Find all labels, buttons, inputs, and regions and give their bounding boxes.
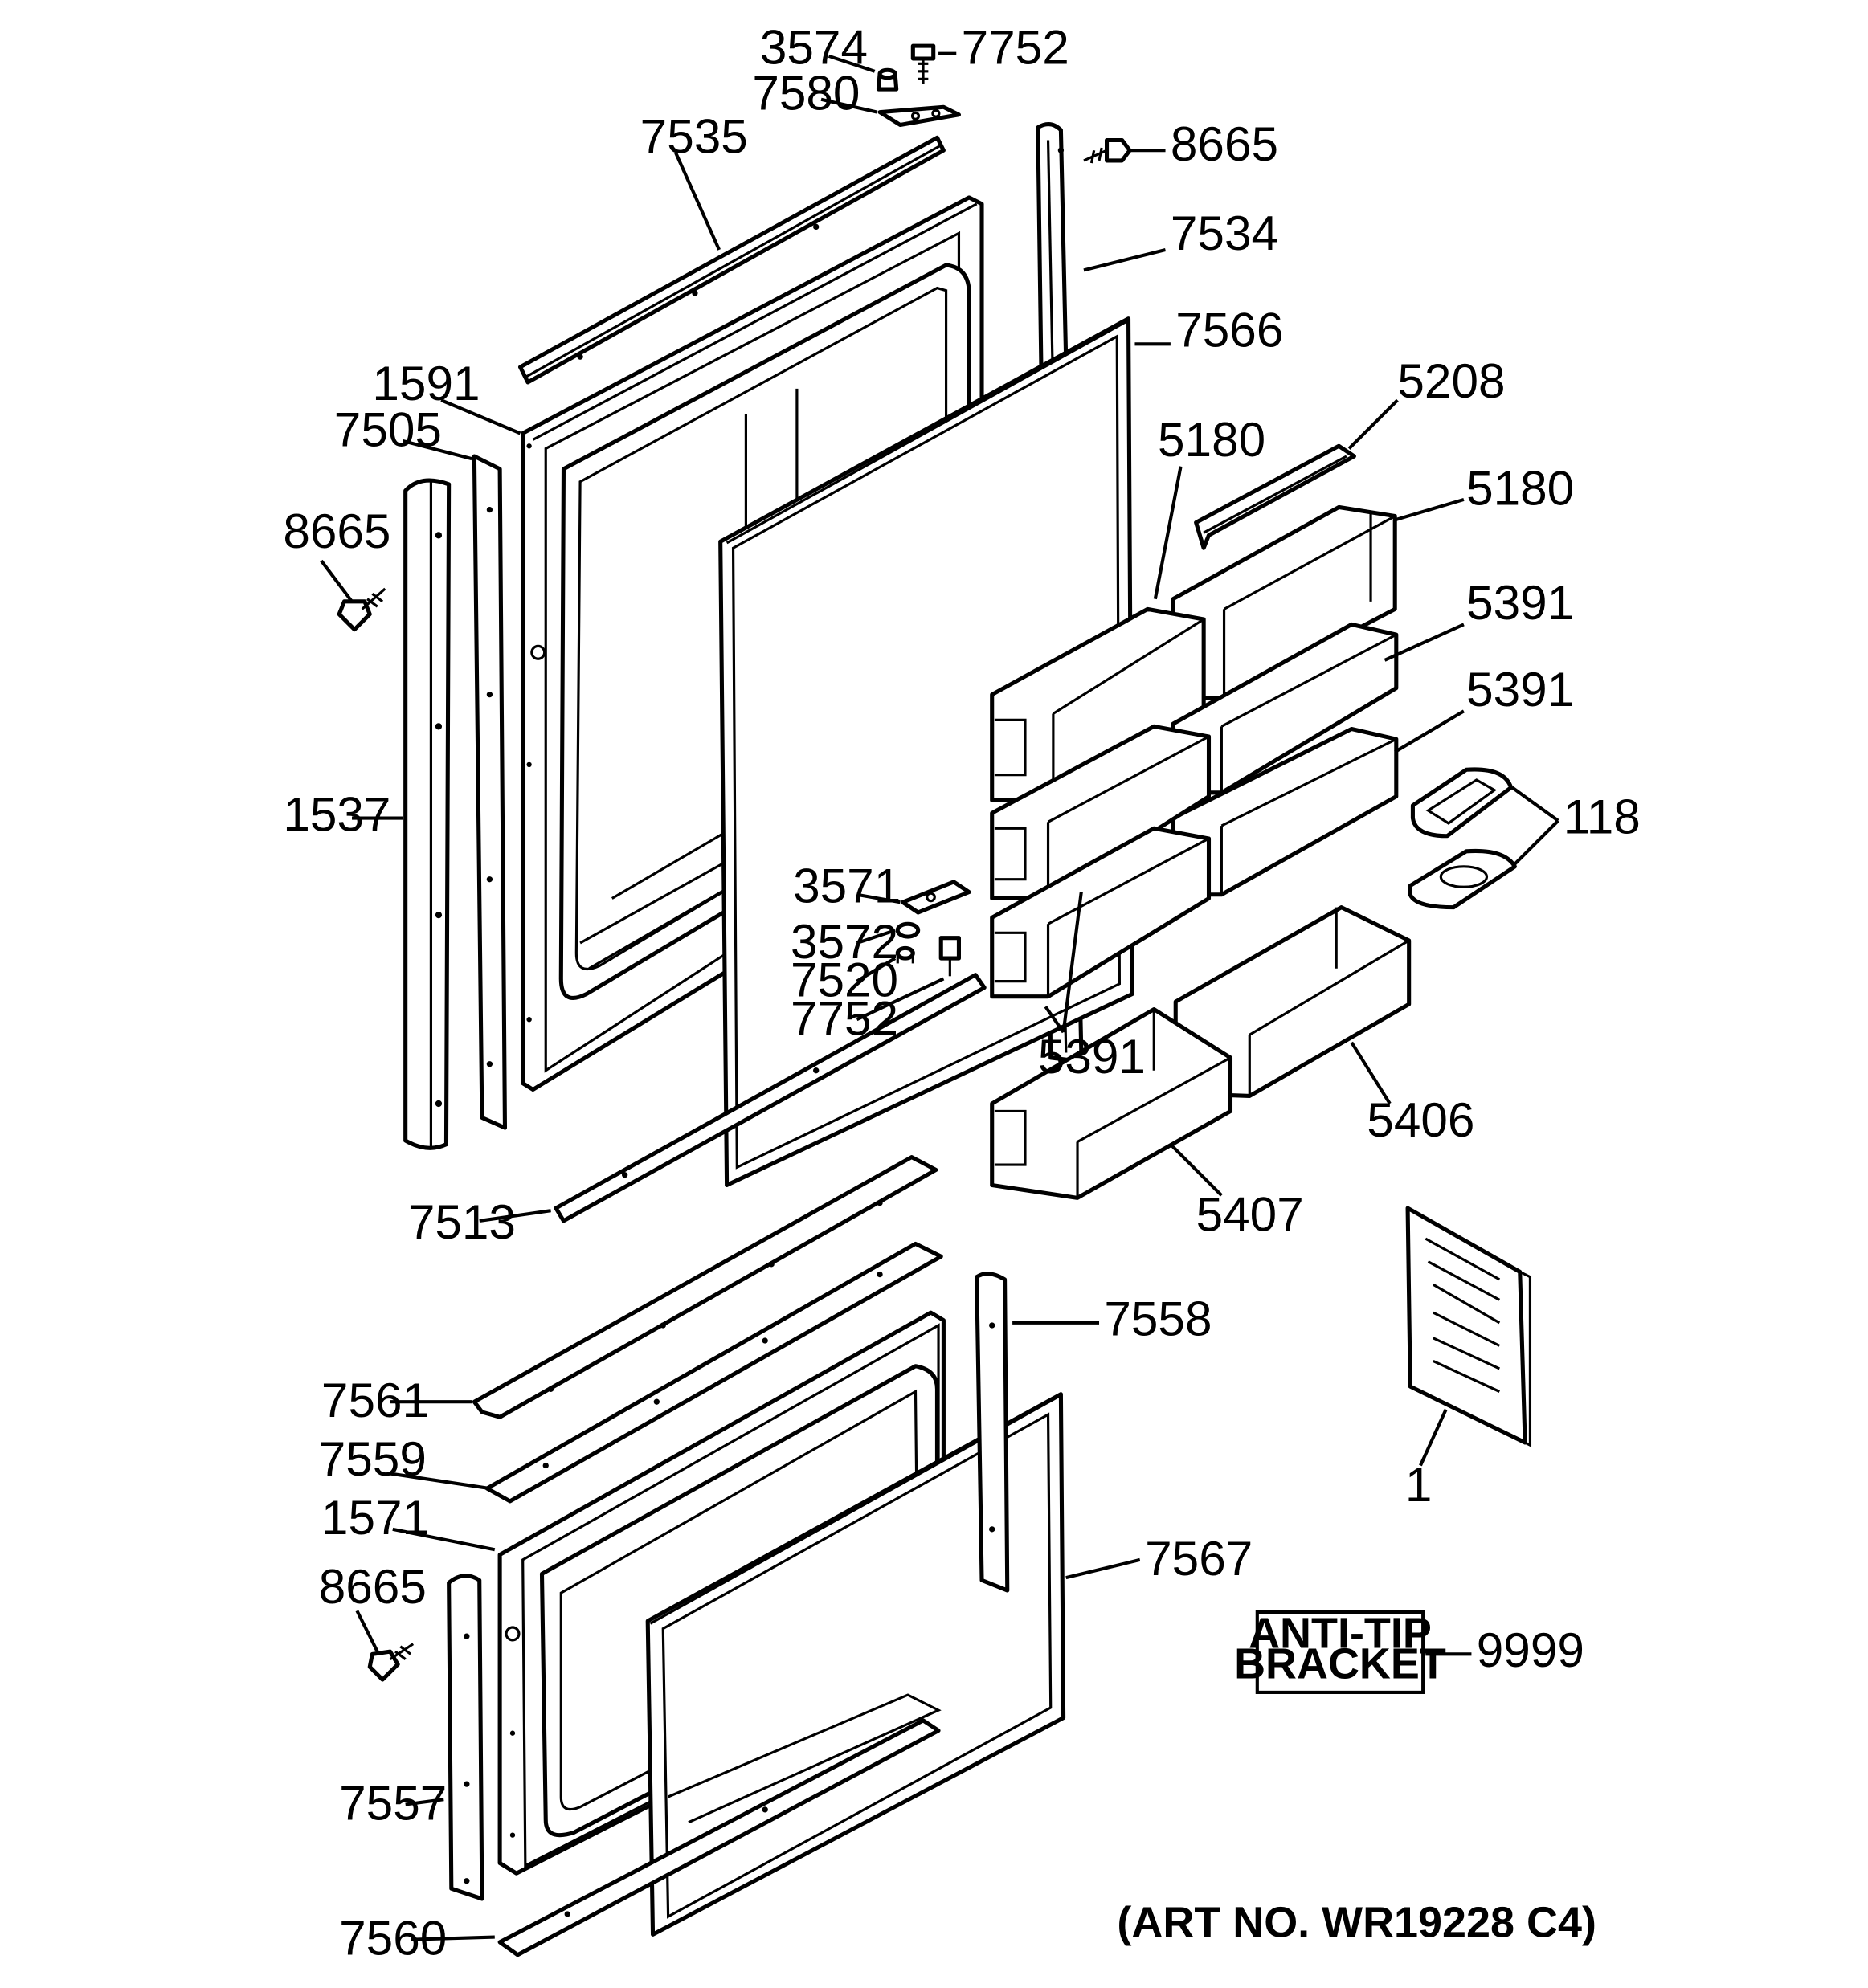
door-bins [990, 443, 1517, 1200]
part-labels: 3574 7752 7580 7535 8665 7534 7566 1591 … [283, 19, 1641, 1965]
bottom-trim-inner [667, 1693, 942, 1824]
label-3571: 3571 [793, 858, 901, 912]
label-7559: 7559 [319, 1431, 427, 1486]
side-strip-7557 [447, 1574, 484, 1901]
hinge-screw-7752-top [910, 43, 936, 84]
label-7513: 7513 [408, 1194, 516, 1249]
label-7534: 7534 [1171, 206, 1278, 260]
label-3572: 3572 [791, 914, 898, 969]
label-9999: 9999 [1477, 1623, 1584, 1677]
leader-lines [320, 51, 1559, 1941]
door-bin-5391-d [990, 826, 1212, 999]
side-strip-7505 [472, 454, 508, 1130]
label-7561: 7561 [321, 1373, 429, 1427]
anti-tip-line2: BRACKET [1234, 1639, 1446, 1688]
egg-tray-118-a [1410, 767, 1514, 839]
label-7557: 7557 [339, 1776, 447, 1831]
washer-3572 [895, 921, 921, 939]
hinge-3571 [901, 880, 971, 915]
bushing-7520 [895, 945, 915, 964]
side-strip-7558 [975, 1272, 1010, 1593]
label-7558: 7558 [1104, 1292, 1212, 1346]
side-trim-1537 [403, 478, 452, 1150]
label-7580: 7580 [752, 65, 860, 120]
egg-tray-118-b [1408, 848, 1517, 910]
label-1571: 1571 [321, 1490, 429, 1545]
trim-7559 [484, 1241, 943, 1504]
anti-tip-line1: ANTI-TIP [1249, 1609, 1432, 1657]
label-8665-left: 8665 [283, 504, 390, 558]
label-3574: 3574 [760, 19, 868, 74]
owners-manual-1 [1405, 1206, 1532, 1447]
label-1: 1 [1405, 1457, 1433, 1512]
screw-8665-left [337, 587, 386, 632]
art-number: (ART NO. WR19228 C4) [1117, 1899, 1596, 1947]
label-5406: 5406 [1367, 1092, 1474, 1147]
label-7535: 7535 [640, 108, 748, 163]
top-trim-7561 [472, 1155, 938, 1419]
top-trim-7535 [517, 135, 946, 385]
label-7566: 7566 [1175, 303, 1283, 357]
label-8665-top: 8665 [1171, 116, 1278, 171]
label-7752-top: 7752 [962, 19, 1069, 74]
top-hinge-7580 [877, 104, 961, 128]
label-7520: 7520 [791, 953, 898, 1007]
dairy-door-5208 [1194, 443, 1356, 550]
bottom-trim-7513 [554, 973, 987, 1223]
screw-8665-bottom [367, 1643, 415, 1682]
anti-tip-bracket-box: ANTI-TIP BRACKET [1234, 1609, 1446, 1694]
fresh-food-door-assembly [337, 43, 1134, 1223]
label-5391-c: 5391 [1038, 1029, 1146, 1084]
label-8665-bottom: 8665 [319, 1559, 427, 1614]
label-7505: 7505 [334, 402, 442, 456]
label-5391-b: 5391 [1466, 662, 1574, 716]
freezer-door-assembly [367, 1155, 1066, 1957]
screw-8665-top [1083, 137, 1132, 164]
hinge-screw-7752-mid [938, 936, 961, 977]
label-118: 118 [1563, 790, 1641, 844]
label-7567: 7567 [1145, 1531, 1253, 1586]
label-5180-b: 5180 [1466, 460, 1574, 515]
label-5391-a: 5391 [1466, 575, 1574, 630]
label-5180-a: 5180 [1158, 412, 1265, 467]
door-bin-5407 [990, 1007, 1233, 1200]
label-1591: 1591 [372, 356, 480, 410]
label-7560: 7560 [339, 1911, 447, 1966]
label-7752-mid: 7752 [791, 990, 898, 1045]
label-1537: 1537 [283, 786, 390, 841]
hinge-pin-3574 [876, 67, 899, 92]
label-5407: 5407 [1196, 1187, 1304, 1242]
bottom-trim-7560 [497, 1718, 941, 1957]
label-5208: 5208 [1397, 353, 1505, 408]
